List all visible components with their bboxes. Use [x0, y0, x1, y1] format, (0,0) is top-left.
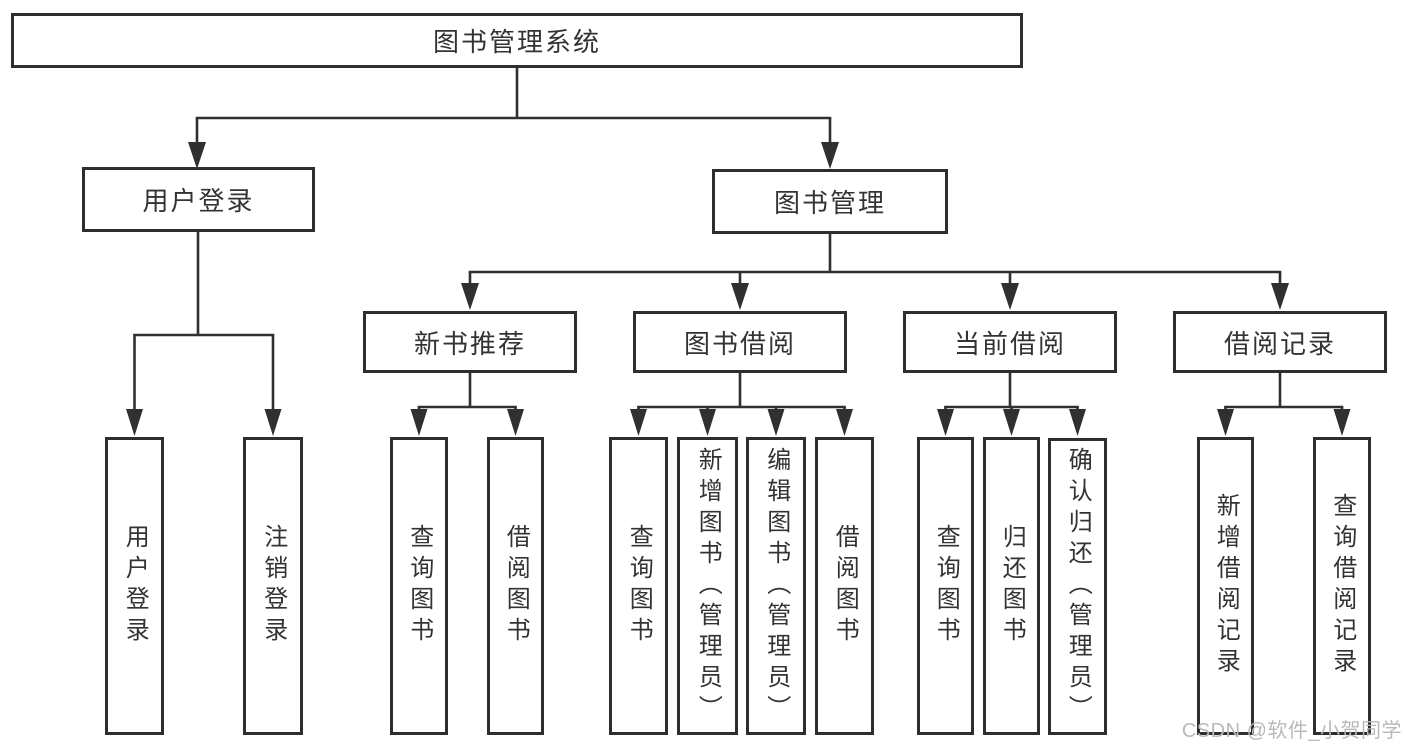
leaf-user-login-label: 用户登录 [121, 524, 149, 648]
node-book-borrowing-label: 图书借阅 [683, 328, 796, 359]
node-user-login: 用户登录 [82, 167, 315, 232]
leaf-add-book-admin-label: 新增图书（管理员） [694, 446, 722, 726]
leaf-confirm-return-admin-label: 确认归还（管理员） [1064, 447, 1092, 726]
leaf-borrow-books-borrowing: 借阅图书 [815, 437, 874, 735]
leaf-edit-book-admin: 编辑图书（管理员） [746, 437, 806, 735]
node-book-borrowing: 图书借阅 [633, 311, 847, 373]
node-user-login-label: 用户登录 [142, 186, 255, 216]
node-new-book-recommend: 新书推荐 [363, 311, 577, 373]
leaf-user-login: 用户登录 [105, 437, 164, 735]
leaf-return-book-label: 归还图书 [998, 524, 1026, 648]
leaf-query-books-recommend-label: 查询图书 [405, 524, 433, 648]
leaf-return-book: 归还图书 [983, 437, 1040, 735]
leaf-add-borrow-record-label: 新增借阅记录 [1212, 493, 1240, 679]
leaf-query-books-borrowing: 查询图书 [609, 437, 668, 735]
node-library-management-system: 图书管理系统 [11, 13, 1023, 68]
leaf-borrow-books-recommend-label: 借阅图书 [502, 524, 530, 648]
leaf-query-borrow-record: 查询借阅记录 [1313, 437, 1371, 735]
leaf-add-borrow-record: 新增借阅记录 [1197, 437, 1254, 735]
leaf-logout: 注销登录 [243, 437, 303, 735]
leaf-confirm-return-admin: 确认归还（管理员） [1048, 438, 1107, 735]
node-borrowing-records-label: 借阅记录 [1223, 328, 1336, 359]
node-borrowing-records: 借阅记录 [1173, 311, 1387, 373]
leaf-borrow-books-borrowing-label: 借阅图书 [831, 524, 859, 648]
leaf-add-book-admin: 新增图书（管理员） [677, 437, 738, 735]
leaf-borrow-books-recommend: 借阅图书 [487, 437, 544, 735]
leaf-query-borrow-record-label: 查询借阅记录 [1328, 493, 1356, 679]
leaf-query-books-current: 查询图书 [917, 437, 974, 735]
leaf-query-books-borrowing-label: 查询图书 [625, 524, 653, 648]
leaf-query-books-current-label: 查询图书 [932, 524, 960, 648]
node-book-management-label: 图书管理 [773, 188, 886, 218]
leaf-edit-book-admin-label: 编辑图书（管理员） [762, 446, 790, 726]
leaf-query-books-recommend: 查询图书 [390, 437, 448, 735]
node-current-borrowing: 当前借阅 [903, 311, 1117, 373]
leaf-logout-label: 注销登录 [259, 524, 287, 648]
node-book-management: 图书管理 [712, 169, 948, 234]
node-current-borrowing-label: 当前借阅 [953, 328, 1066, 359]
node-new-book-recommend-label: 新书推荐 [413, 328, 526, 359]
csdn-watermark: CSDN @软件_小贺同学 [1181, 720, 1402, 742]
node-library-management-system-label: 图书管理系统 [432, 27, 601, 57]
